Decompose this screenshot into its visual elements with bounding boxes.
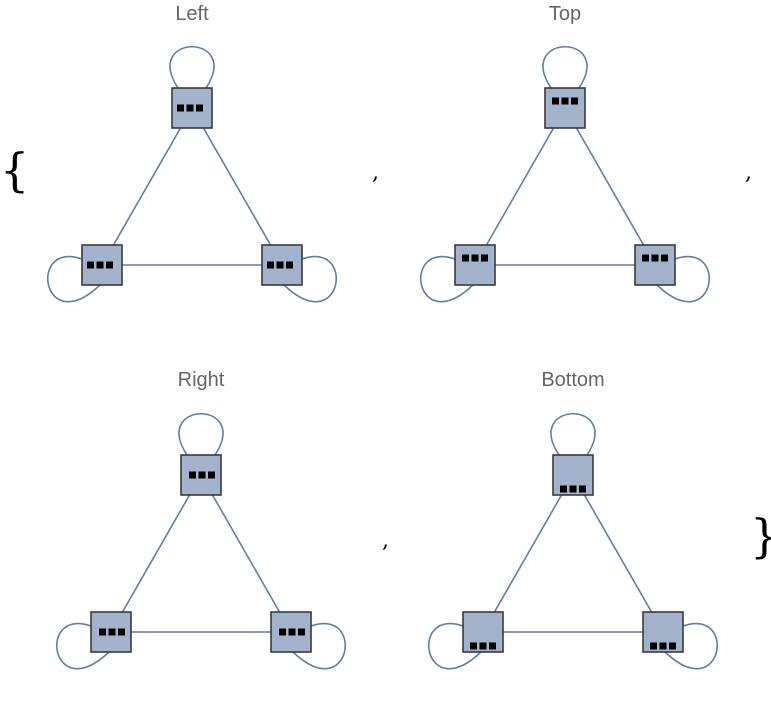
- port-marker: [276, 261, 284, 269]
- port-marker: [650, 642, 657, 650]
- vertex-right: [261, 244, 303, 286]
- panel-title-right: Right: [177, 369, 225, 391]
- edge-top-right: [572, 474, 664, 633]
- port-marker: [186, 104, 194, 112]
- port-marker: [298, 628, 305, 636]
- port-marker: [651, 254, 659, 262]
- edge-top-right: [191, 107, 283, 266]
- edge-top-left: [474, 107, 566, 266]
- graph-panel-top: [419, 45, 711, 303]
- vertex-right: [634, 244, 676, 286]
- self-loop-top: [178, 412, 224, 456]
- self-loop-right: [656, 255, 711, 303]
- port-marker: [571, 97, 578, 105]
- port-marker: [579, 485, 586, 493]
- port-marker: [462, 254, 469, 262]
- separator-comma-1: ,: [372, 160, 379, 185]
- port-marker: [108, 628, 116, 636]
- port-marker: [118, 628, 125, 636]
- vertex-left: [90, 611, 132, 653]
- vertex-right: [270, 611, 312, 653]
- port-marker: [661, 254, 668, 262]
- port-marker: [659, 642, 667, 650]
- vertex-box-top: [544, 87, 586, 129]
- self-loop-right: [283, 255, 338, 303]
- port-marker: [99, 628, 106, 636]
- vertex-left: [81, 244, 123, 286]
- edge-top-left: [110, 474, 202, 633]
- edge-top-left: [482, 474, 574, 633]
- self-loop-left: [46, 255, 101, 303]
- vertex-left: [462, 611, 504, 653]
- graph-panel-bottom: [427, 412, 719, 670]
- close-brace: }: [750, 506, 771, 566]
- vertex-left: [454, 244, 496, 286]
- port-marker: [189, 471, 196, 479]
- open-brace: {: [0, 143, 30, 197]
- graph-panel-left: [46, 45, 338, 303]
- port-marker: [489, 642, 496, 650]
- self-loop-left: [427, 622, 482, 670]
- edge-top-right: [564, 107, 656, 266]
- edge-top-right: [200, 474, 292, 633]
- vertex-box-left: [454, 244, 496, 286]
- vertex-top: [180, 454, 222, 496]
- vertex-right: [642, 611, 684, 653]
- port-marker: [288, 628, 296, 636]
- port-marker: [479, 642, 487, 650]
- port-marker: [669, 642, 676, 650]
- self-loop-right: [292, 622, 347, 670]
- port-marker: [267, 261, 274, 269]
- port-marker: [208, 471, 215, 479]
- vertex-top: [544, 87, 586, 129]
- port-marker: [286, 261, 293, 269]
- port-marker: [471, 254, 479, 262]
- vertex-top: [552, 454, 594, 496]
- panel-title-top: Top: [548, 3, 582, 25]
- edge-top-left: [101, 107, 193, 266]
- port-marker: [569, 485, 577, 493]
- port-marker: [470, 642, 477, 650]
- port-marker: [279, 628, 286, 636]
- port-marker: [560, 485, 567, 493]
- vertex-box-right: [642, 611, 684, 653]
- separator-comma-2: ,: [745, 160, 752, 185]
- self-loop-top: [550, 412, 596, 456]
- self-loop-right: [664, 622, 719, 670]
- self-loop-top: [542, 45, 588, 89]
- port-marker: [106, 261, 113, 269]
- self-loop-left: [419, 255, 474, 303]
- port-marker: [642, 254, 649, 262]
- separator-comma-3: ,: [382, 528, 389, 553]
- port-marker: [552, 97, 559, 105]
- vertex-top: [171, 87, 213, 129]
- vertex-box-right: [634, 244, 676, 286]
- port-marker: [177, 104, 184, 112]
- self-loop-top: [169, 45, 215, 89]
- graph-panel-right: [55, 412, 347, 670]
- port-marker: [198, 471, 206, 479]
- port-marker: [561, 97, 569, 105]
- port-marker: [196, 104, 203, 112]
- panel-title-left: Left: [175, 3, 209, 25]
- port-marker: [96, 261, 104, 269]
- panel-title-bottom: Bottom: [541, 369, 605, 391]
- self-loop-left: [55, 622, 110, 670]
- port-marker: [87, 261, 94, 269]
- port-marker: [481, 254, 488, 262]
